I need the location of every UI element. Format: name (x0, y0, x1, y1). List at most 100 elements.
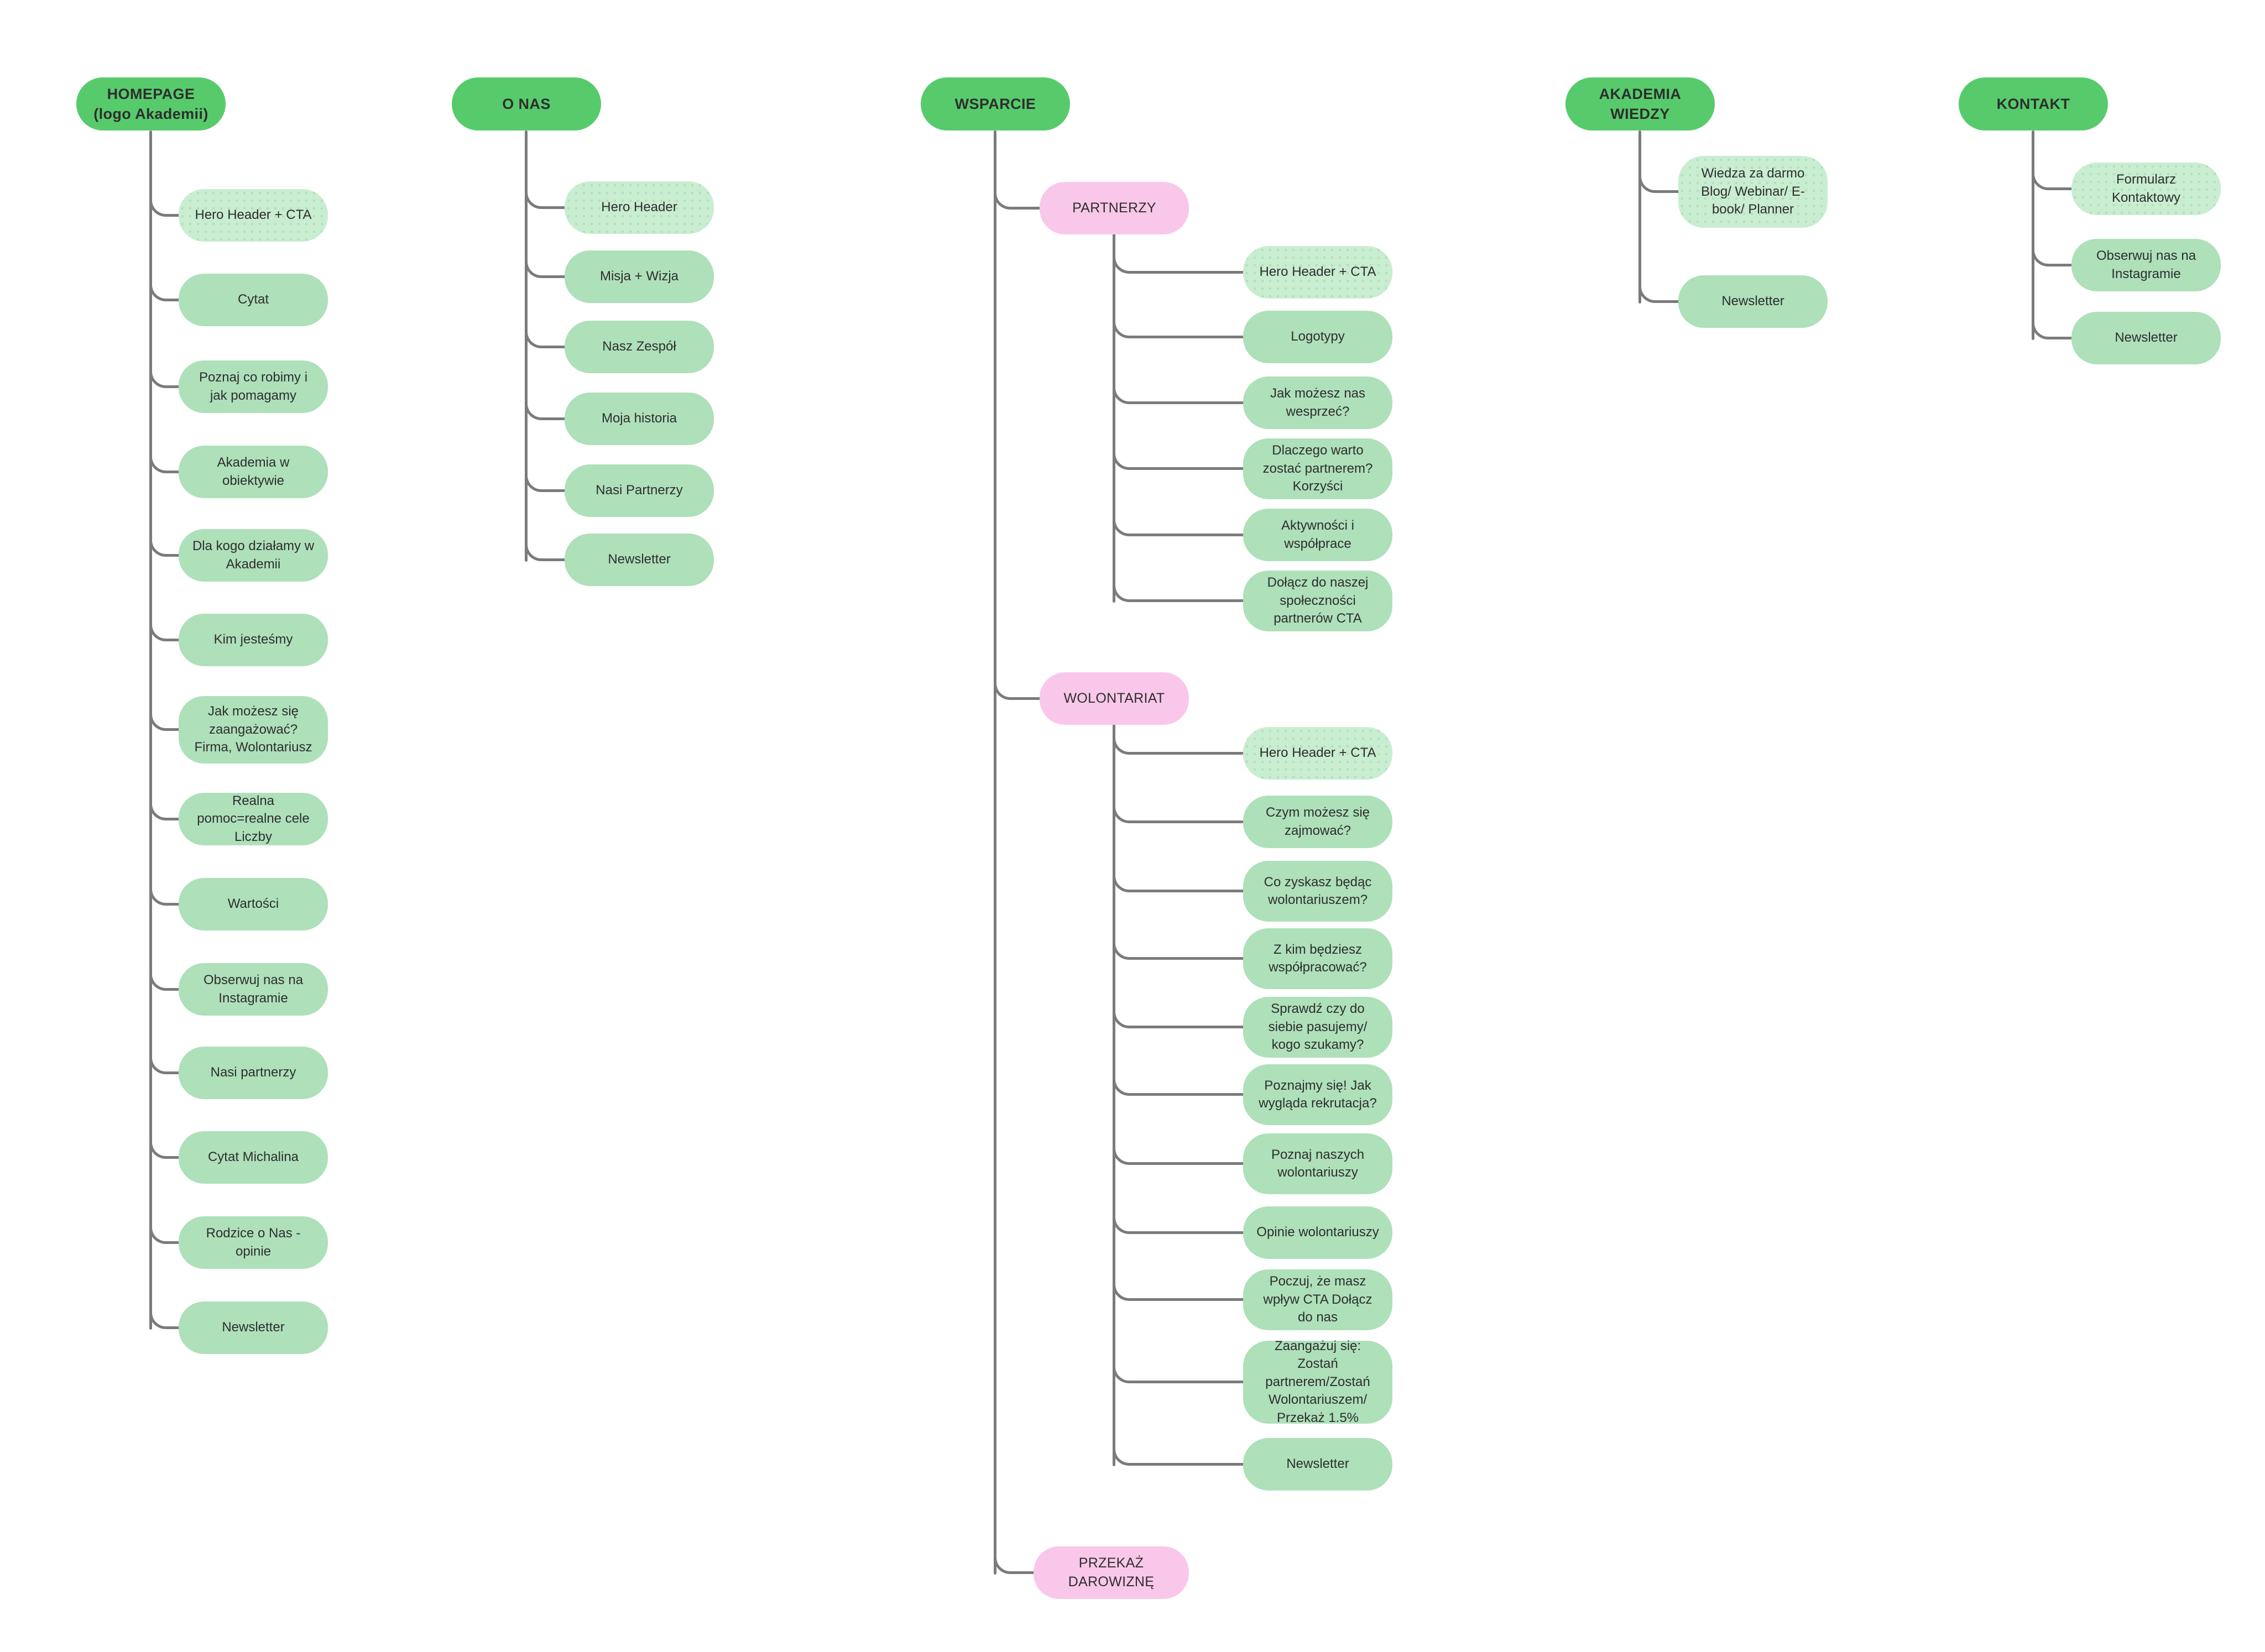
connector-line (1113, 715, 1243, 755)
connector-line (525, 380, 565, 420)
connector-line (994, 660, 1040, 700)
node-zaangazuj-sie[interactable]: Zaangażuj się: Zostań partnerem/Zostań W… (1243, 1339, 1392, 1425)
connector-line (1113, 496, 1243, 536)
node-dla-kogo-dzialamy[interactable]: Dla kogo działamy w Akademii (179, 529, 328, 582)
connector-line (1113, 1194, 1243, 1234)
node-partnerzy[interactable]: PARTNERZY (1040, 182, 1189, 234)
node-o-nas[interactable]: O NAS (452, 77, 601, 130)
node-hero-header-cta[interactable]: Hero Header + CTA (179, 189, 328, 242)
connector-line (149, 866, 179, 906)
node-dolacz-spolecznosci[interactable]: Dołącz do naszej społeczności partnerów … (1243, 571, 1392, 631)
node-label: Obserwuj nas na Instagramie (203, 973, 304, 1006)
connector-line (1113, 783, 1243, 823)
connector-line (149, 1034, 179, 1074)
connector-line (525, 452, 565, 492)
node-kim-jestesmy[interactable]: Kim jesteśmy (179, 614, 328, 666)
connector-line (1113, 299, 1243, 338)
node-label: Wiedza za darmo Blog/ Webinar/ E-book/ P… (1701, 166, 1805, 217)
node-opinie-wolontariuszy[interactable]: Opinie wolontariuszy (1243, 1206, 1392, 1259)
connector-line (149, 691, 179, 731)
node-poznajmy-sie-rekrutacja[interactable]: Poznajmy się! Jak wygląda rekrutacja? (1243, 1064, 1392, 1125)
node-aktywnosci-wspolprace[interactable]: Aktywności i współprace (1243, 509, 1392, 561)
node-misja-wizja[interactable]: Misja + Wizja (565, 250, 714, 303)
node-hero-header-cta[interactable]: Hero Header + CTA (1243, 246, 1392, 299)
node-label: Poznaj naszych wolontariuszy (1271, 1147, 1365, 1180)
node-moja-historia[interactable]: Moja historia (565, 393, 714, 445)
node-nasz-zespol[interactable]: Nasz Zespół (565, 321, 714, 373)
node-nasi-partnerzy[interactable]: Nasi partnerzy (179, 1047, 328, 1099)
node-label: Realna pomoc=realne cele Liczby (197, 793, 310, 844)
node-wartosci[interactable]: Wartości (179, 878, 328, 930)
node-czym-mozesz-sie-zajmowac[interactable]: Czym możesz się zajmować? (1243, 796, 1392, 848)
node-label: KONTAKT (1996, 95, 2070, 112)
connector-line (2032, 150, 2071, 190)
node-cytat-michalina[interactable]: Cytat Michalina (179, 1131, 328, 1184)
node-sprawdz-czy-pasujemy[interactable]: Sprawdź czy do siebie pasujemy/ kogo szu… (1243, 997, 1392, 1058)
node-logotypy[interactable]: Logotypy (1243, 311, 1392, 363)
node-label: PRZEKAŻ DAROWIZNĘ (1068, 1555, 1155, 1590)
connector-line (525, 169, 565, 209)
connector-line (525, 130, 528, 562)
connector-line (1113, 234, 1115, 603)
node-obserwuj-instagram[interactable]: Obserwuj nas na Instagramie (179, 963, 328, 1016)
node-wiedza-za-darmo[interactable]: Wiedza za darmo Blog/ Webinar/ E-book/ P… (1678, 156, 1828, 228)
connector-line (149, 951, 179, 991)
node-poznaj-co-robimy[interactable]: Poznaj co robimy i jak pomagamy (179, 360, 328, 413)
connector-line (525, 309, 565, 348)
node-akademia-w-obiektywie[interactable]: Akademia w obiektywie (179, 446, 328, 498)
node-newsletter[interactable]: Newsletter (1678, 275, 1828, 328)
connector-line (2032, 300, 2071, 339)
node-wolontariat[interactable]: WOLONTARIAT (1040, 672, 1189, 725)
connector-line (1638, 263, 1678, 303)
node-label: Newsletter (2115, 330, 2178, 346)
node-poczuj-wplyw[interactable]: Poczuj, że masz wpływ CTA Dołącz do nas (1243, 1269, 1392, 1330)
node-label: Obserwuj nas na Instagramie (2096, 248, 2196, 281)
node-label: Co zyskasz będąc wolontariuszem? (1264, 874, 1372, 907)
node-label: Nasi Partnerzy (596, 483, 683, 498)
node-jak-mozesz-sie-zaangazowac[interactable]: Jak możesz się zaangażować? Firma, Wolon… (179, 696, 328, 764)
connector-line (994, 1534, 1034, 1574)
node-label: Hero Header + CTA (1259, 745, 1376, 761)
connector-line (2032, 227, 2071, 266)
node-wsparcie[interactable]: WSPARCIE (921, 77, 1070, 130)
connector-line (149, 1289, 179, 1329)
node-rodzice-o-nas[interactable]: Rodzice o Nas - opinie (179, 1216, 328, 1269)
node-co-zyskasz[interactable]: Co zyskasz będąc wolontariuszem? (1243, 861, 1392, 922)
node-newsletter[interactable]: Newsletter (179, 1301, 328, 1354)
node-akademia-wiedzy[interactable]: AKADEMIA WIEDZY (1565, 77, 1715, 130)
connector-line (149, 1204, 179, 1244)
node-nasi-partnerzy[interactable]: Nasi Partnerzy (565, 464, 714, 517)
node-label: Poznajmy się! Jak wygląda rekrutacja? (1259, 1078, 1377, 1111)
connector-line (1113, 430, 1243, 470)
node-newsletter[interactable]: Newsletter (2071, 312, 2221, 364)
node-dlaczego-warto[interactable]: Dlaczego warto zostać partnerem? Korzyśc… (1243, 438, 1392, 499)
connector-line (149, 262, 179, 301)
node-hero-header[interactable]: Hero Header (565, 181, 714, 234)
node-homepage[interactable]: HOMEPAGE (logo Akademii) (76, 77, 226, 130)
node-newsletter[interactable]: Newsletter (1243, 1438, 1392, 1491)
node-jak-mozesz-nas-wesprzec[interactable]: Jak możesz nas wesprzeć? (1243, 377, 1392, 429)
node-label: Hero Header (601, 200, 677, 215)
node-realna-pomoc[interactable]: Realna pomoc=realne cele Liczby (179, 793, 328, 845)
node-przekaz-darowizne[interactable]: PRZEKAŻ DAROWIZNĘ (1034, 1546, 1189, 1599)
node-kontakt[interactable]: KONTAKT (1959, 77, 2108, 130)
connector-line (1113, 853, 1243, 892)
connector-line (1113, 1261, 1243, 1301)
connector-line (1113, 234, 1243, 274)
node-label: Misja + Wizja (599, 269, 679, 284)
connector-line (525, 521, 565, 561)
node-z-kim-bedziesz-wspolpracowac[interactable]: Z kim będziesz współpracować? (1243, 928, 1392, 989)
node-cytat[interactable]: Cytat (179, 274, 328, 326)
node-formularz-kontaktowy[interactable]: Formularz Kontaktowy (2071, 163, 2221, 215)
node-poznaj-wolontariuszy[interactable]: Poznaj naszych wolontariuszy (1243, 1133, 1392, 1194)
connector-line (1113, 725, 1115, 1466)
connector-line (1113, 1125, 1243, 1165)
node-newsletter[interactable]: Newsletter (565, 534, 714, 586)
node-sublabel: (logo Akademii) (93, 106, 208, 122)
node-label: Z kim będziesz współpracować? (1269, 942, 1367, 975)
node-obserwuj-instagram[interactable]: Obserwuj nas na Instagramie (2071, 239, 2221, 291)
connector-line (1113, 364, 1243, 404)
node-label: Poznaj co robimy i jak pomagamy (199, 370, 308, 403)
node-hero-header-cta[interactable]: Hero Header + CTA (1243, 727, 1392, 780)
